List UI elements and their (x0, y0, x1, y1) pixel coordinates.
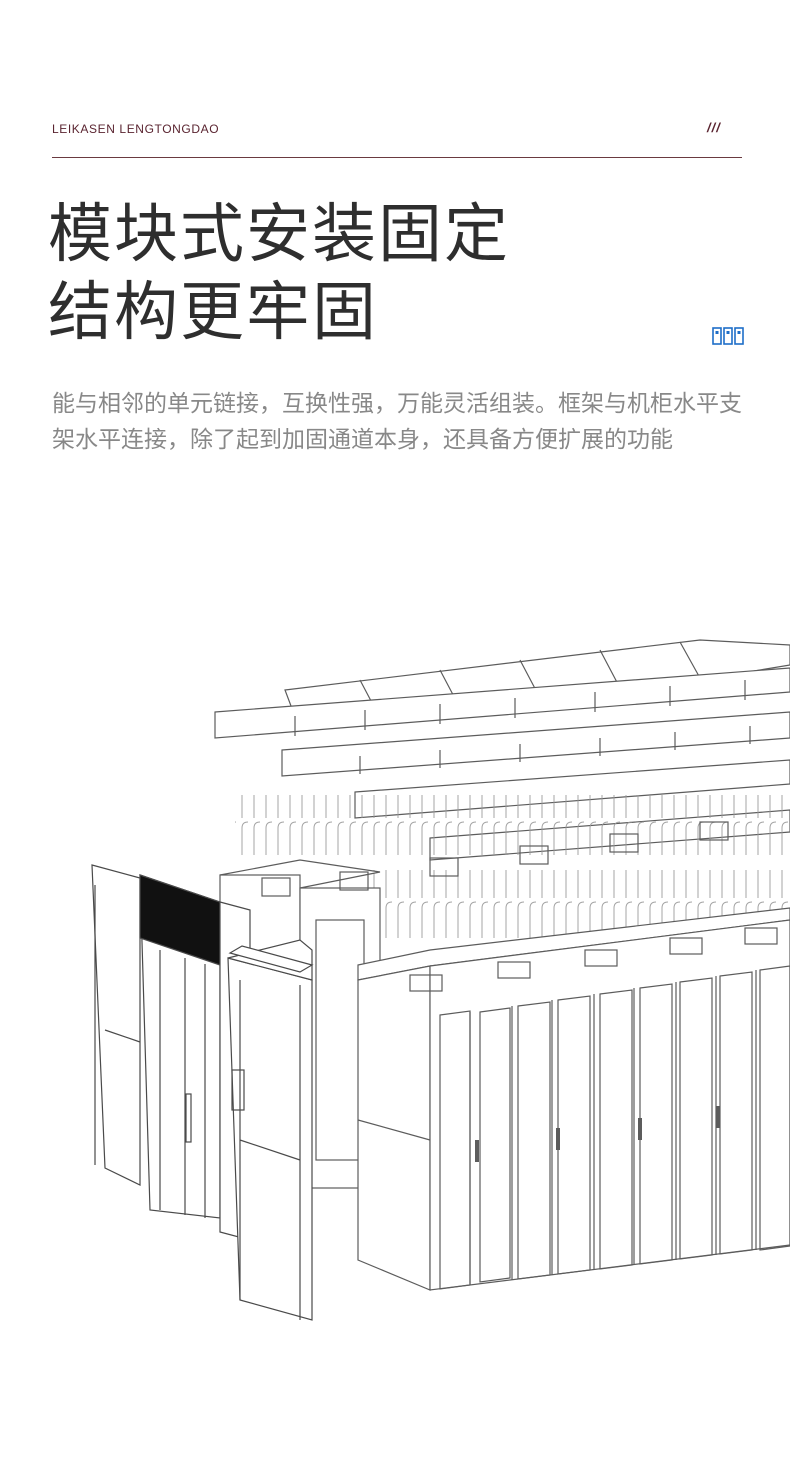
title-line-2: 结构更牢固 (48, 276, 378, 350)
server-rack-aisle-illustration (91, 639, 790, 1321)
brand-name: LEIKASEN LENGTONGDAO (52, 122, 220, 136)
title-line-1: 模块式安装固定 (48, 198, 510, 272)
page-title: 模块式安装固定 结构更牢固 (48, 196, 510, 352)
blue-grid-icon (712, 327, 744, 345)
description-text: 能与相邻的单元链接，互换性强，万能灵活组装。框架与机柜水平支架水平连接，除了起到… (52, 391, 742, 453)
decor-slashes: /// (707, 120, 721, 135)
header-divider (52, 157, 742, 158)
